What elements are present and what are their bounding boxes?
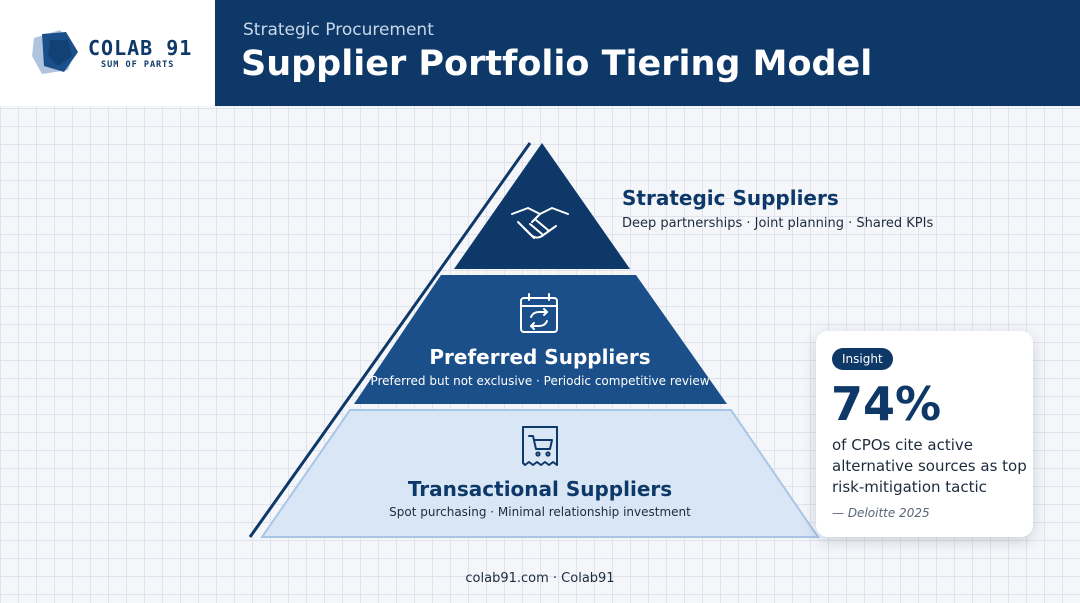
calendar-refresh-icon [520,293,558,333]
tier-preferred-subtitle: Preferred but not exclusive · Periodic c… [370,374,710,388]
handshake-icon [511,207,569,239]
tier-transactional-subtitle: Spot purchasing · Minimal relationship i… [389,505,691,519]
tier-preferred-shape [354,275,727,404]
footer-credit: colab91.com · Colab91 [465,571,615,586]
header-banner: COLAB 91 SUM OF PARTS Strategic Procurem… [0,0,1080,106]
tier-transactional-shape [260,409,820,538]
tier-transactional-title: Transactional Suppliers [407,477,673,501]
logo-panel: COLAB 91 SUM OF PARTS [0,0,215,106]
pyramid-edge-line [248,142,532,538]
tier-preferred-title: Preferred Suppliers [429,345,651,369]
tier-strategic-title: Strategic Suppliers [622,186,839,210]
insight-card: Insight 74% of CPOs cite active alternat… [816,331,1033,537]
tier-strategic-shape [454,143,630,269]
section-eyebrow: Strategic Procurement [243,20,434,40]
colab91-logo-icon [32,30,78,74]
brand-name: COLAB 91 [88,36,193,60]
brand-tagline: SUM OF PARTS [101,60,175,70]
insight-stat: 74% [831,377,942,431]
insight-source: — Deloitte 2025 [832,506,930,520]
insight-badge: Insight [832,348,893,370]
insight-text: of CPOs cite active alternative sources … [832,436,1027,496]
page-title: Supplier Portfolio Tiering Model [241,44,873,84]
tier-strategic-subtitle: Deep partnerships · Joint planning · Sha… [622,216,934,231]
cart-receipt-icon [522,426,558,466]
